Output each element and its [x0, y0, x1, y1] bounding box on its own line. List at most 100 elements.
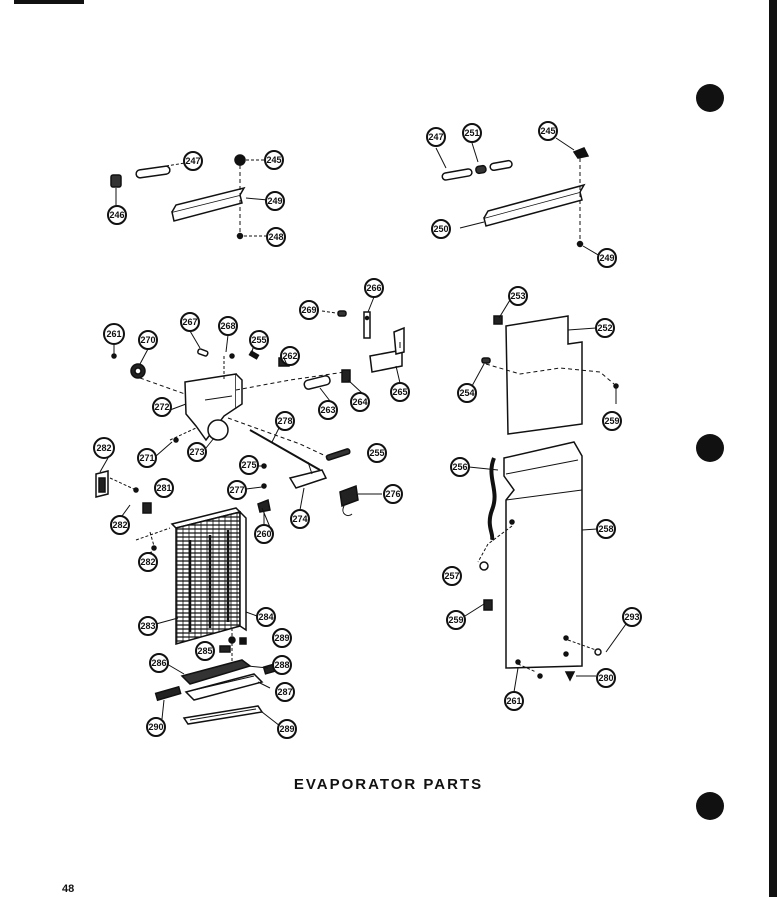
- part-267-pin: [197, 348, 209, 357]
- binder-hole-middle: [696, 434, 724, 462]
- svg-text:255: 255: [251, 335, 266, 345]
- callout-277: 277: [227, 480, 247, 500]
- callout-247-top-left: 247: [183, 151, 203, 171]
- callout-266: 266: [364, 278, 384, 298]
- svg-text:285: 285: [197, 646, 212, 656]
- callout-257: 257: [442, 566, 462, 586]
- svg-text:267: 267: [182, 317, 197, 327]
- binder-hole-top: [696, 84, 724, 112]
- svg-text:250: 250: [433, 224, 448, 234]
- callout-259-lower: 259: [446, 610, 466, 630]
- svg-text:245: 245: [266, 155, 281, 165]
- svg-text:263: 263: [320, 405, 335, 415]
- svg-text:268: 268: [220, 321, 235, 331]
- part-245-cap: [234, 154, 246, 166]
- svg-text:277: 277: [229, 485, 244, 495]
- part-253-clip: [493, 315, 503, 325]
- callout-labels: 247 245 246 249 248 247 251 245 250 249 …: [93, 121, 642, 739]
- callout-284: 284: [256, 607, 276, 627]
- svg-text:282: 282: [96, 443, 111, 453]
- part-260-fitting: [257, 498, 271, 513]
- svg-text:261: 261: [106, 329, 121, 339]
- svg-text:256: 256: [452, 462, 467, 472]
- part-254-pin: [481, 357, 491, 364]
- callout-283: 283: [138, 616, 158, 636]
- callout-264: 264: [350, 392, 370, 412]
- control-bracket-assembly: [111, 310, 405, 517]
- callout-254: 254: [457, 383, 477, 403]
- callout-281: 281: [154, 478, 174, 498]
- callout-251: 251: [462, 123, 482, 143]
- callout-287: 287: [275, 682, 295, 702]
- svg-text:272: 272: [154, 402, 169, 412]
- svg-text:288: 288: [274, 660, 289, 670]
- svg-text:282: 282: [112, 520, 127, 530]
- svg-text:264: 264: [352, 397, 367, 407]
- svg-text:259: 259: [448, 615, 463, 625]
- part-247-rod: [135, 165, 171, 179]
- svg-text:249: 249: [599, 253, 614, 263]
- svg-text:251: 251: [464, 128, 479, 138]
- part-256-gasket: [487, 457, 497, 541]
- svg-text:254: 254: [459, 388, 474, 398]
- svg-text:283: 283: [140, 621, 155, 631]
- svg-text:274: 274: [292, 514, 307, 524]
- callout-250: 250: [431, 219, 451, 239]
- callout-263: 263: [318, 400, 338, 420]
- top-left-rail-assembly: [110, 154, 269, 240]
- svg-text:275: 275: [241, 460, 256, 470]
- callout-288: 288: [272, 655, 292, 675]
- svg-text:293: 293: [624, 612, 639, 622]
- svg-text:262: 262: [282, 351, 297, 361]
- svg-text:273: 273: [189, 447, 204, 457]
- svg-text:255: 255: [369, 448, 384, 458]
- part-278-rod: [249, 429, 321, 471]
- callout-261-bottom: 261: [504, 691, 524, 711]
- svg-text:278: 278: [277, 416, 292, 426]
- part-274-bracket: [288, 469, 328, 489]
- svg-text:269: 269: [301, 305, 316, 315]
- drain-parts: [154, 628, 288, 727]
- svg-text:252: 252: [597, 323, 612, 333]
- page-edge-bar: [769, 0, 777, 897]
- svg-text:258: 258: [598, 524, 613, 534]
- part-265-bracket: [369, 349, 403, 373]
- callout-280: 280: [596, 668, 616, 688]
- svg-text:270: 270: [140, 335, 155, 345]
- callout-274: 274: [290, 509, 310, 529]
- svg-text:248: 248: [268, 232, 283, 242]
- callout-249-top-right: 249: [597, 248, 617, 268]
- callout-282-middle: 282: [110, 515, 130, 535]
- svg-text:247: 247: [185, 156, 200, 166]
- part-285-fitting: [219, 645, 231, 653]
- svg-text:289: 289: [274, 633, 289, 643]
- callout-289-lower: 289: [277, 719, 297, 739]
- svg-text:260: 260: [256, 529, 271, 539]
- part-290b-spring: [154, 685, 182, 702]
- scan-mark: [14, 0, 84, 4]
- callout-290: 290: [146, 717, 166, 737]
- callout-259-upper: 259: [602, 411, 622, 431]
- svg-text:261: 261: [506, 696, 521, 706]
- callout-276: 276: [383, 484, 403, 504]
- binder-hole-bottom: [696, 792, 724, 820]
- callout-262: 262: [280, 346, 300, 366]
- svg-text:284: 284: [258, 612, 273, 622]
- svg-text:245: 245: [540, 126, 555, 136]
- callout-293: 293: [622, 607, 642, 627]
- part-250-rail: [483, 191, 583, 227]
- callout-271: 271: [137, 448, 157, 468]
- diagram-caption: EVAPORATOR PARTS: [293, 776, 484, 793]
- part-284-coil: [175, 511, 241, 645]
- callout-273: 273: [187, 442, 207, 462]
- callout-282-lower: 282: [138, 552, 158, 572]
- right-panel-assembly: [477, 315, 619, 682]
- part-257-grommet: [479, 561, 489, 571]
- top-right-rail-assembly: [435, 137, 601, 257]
- page-number: 48: [62, 883, 75, 895]
- svg-text:276: 276: [385, 489, 400, 499]
- svg-text:282: 282: [140, 557, 155, 567]
- svg-text:247: 247: [428, 132, 443, 142]
- callout-248-top-left: 248: [266, 227, 286, 247]
- part-280-screw: [564, 671, 576, 682]
